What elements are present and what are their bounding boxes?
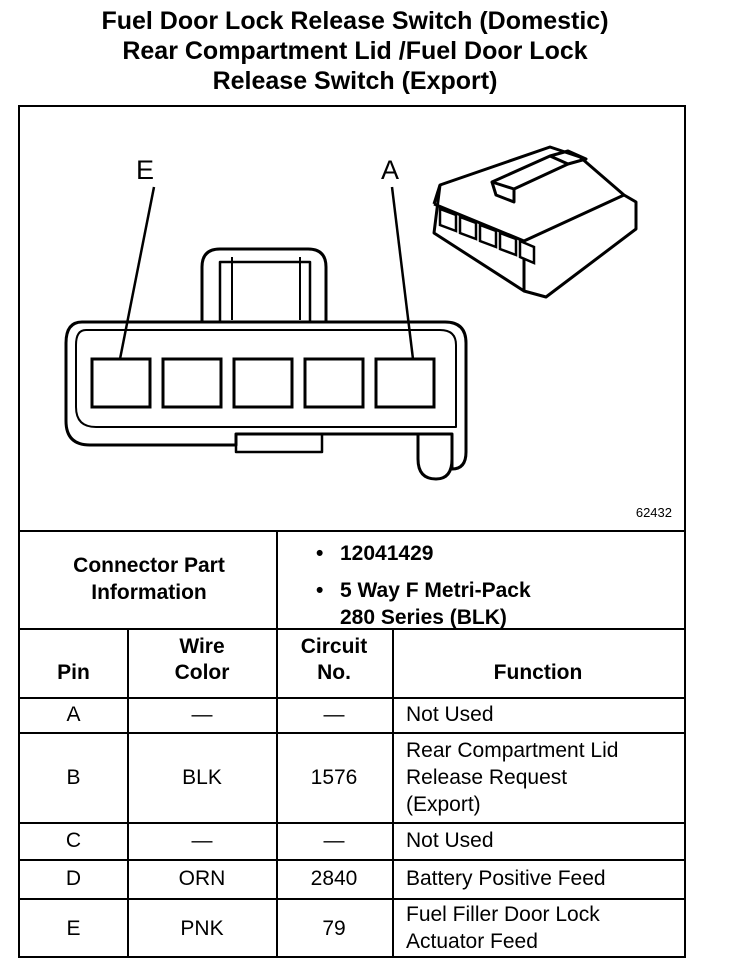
connector-type-line-2: 280 Series (BLK) [340,606,507,629]
connector-diagram: E A [64,145,638,481]
connector-hook [416,434,454,481]
row-b-wire-color: BLK [182,765,222,789]
connector-info-label-line-1: Connector Part [73,554,225,577]
header-circuit-line-2: No. [317,661,351,684]
row-c-circuit: — [323,829,345,852]
part-number-value: 12041429 [340,542,434,565]
connector-info-values: • 12041429 • 5 Way F Metri-Pack 280 Series… [316,540,531,631]
row-e-circuit: 79 [322,916,346,940]
row-d-circuit: 2840 [310,867,358,890]
pin-cavity-d [161,357,223,409]
row-a-pin: A [66,703,81,726]
header-wire-color: Wire Color [127,634,277,686]
pin-label-a: A [381,155,399,185]
part-number: • 12041429 [316,540,531,567]
leader-line-a [390,186,415,360]
divider [392,628,394,958]
header-wire-color-line-2: Color [174,661,230,684]
row-b-function-line-1: Rear Compartment Lid [406,738,619,762]
connector-isometric-cavities [438,207,536,265]
pin-label-e: E [136,155,154,185]
row-e-wire-color: PNK [180,916,224,940]
connector-info-label-line-2: Information [91,581,207,604]
divider [20,530,684,532]
row-e-function-line-1: Fuel Filler Door Lock [406,903,600,926]
divider [20,697,684,699]
latch-tab-inner [218,260,312,322]
row-e-function: Fuel Filler Door Lock Actuator Feed [392,898,684,958]
header-function: Function [493,661,583,684]
row-c-pin: C [65,829,82,852]
row-b-function-line-2: Release Request [406,765,568,789]
bullet: • [316,579,324,602]
row-c-wire-color: — [191,829,213,852]
title-line-1: Fuel Door Lock Release Switch (Domestic) [101,7,609,35]
divider [20,628,684,630]
pin-cavity-c [232,357,294,409]
connector-rib [234,434,324,454]
row-d-function: Battery Positive Feed [406,867,606,890]
header-pin: Pin [57,661,90,684]
row-e-function-line-2: Actuator Feed [406,930,538,953]
page-title: Fuel Door Lock Release Switch (Domestic)… [0,6,710,96]
figure-number: 62432 [635,505,672,520]
title-line-3: Release Switch (Export) [212,67,498,95]
row-d-wire-color: ORN [178,867,226,890]
connector-type-line-1: 5 Way F Metri-Pack [340,579,531,602]
connector-info-label: Connector Part Information [20,530,278,628]
row-a-function: Not Used [406,703,494,726]
divider [20,898,684,900]
divider [276,530,278,629]
connector-isometric [432,145,638,299]
row-b-function-line-3: (Export) [406,792,481,816]
divider [20,859,684,861]
row-a-wire-color: — [191,703,213,726]
pin-cavity-b [303,357,365,409]
header-wire-color-line-1: Wire [179,635,225,658]
pin-cavity-a [374,357,436,409]
row-a-circuit: — [323,703,345,726]
divider [20,822,684,824]
pin-cavity-e [90,357,152,409]
row-d-pin: D [65,867,82,890]
latch-tab [200,247,328,322]
connector-body [64,320,468,471]
title-line-2: Rear Compartment Lid /Fuel Door Lock [122,37,588,65]
row-b-circuit: 1576 [310,765,358,789]
bullet: • [316,542,324,565]
divider [127,628,129,958]
connector-type: • 5 Way F Metri-Pack [316,577,531,604]
row-e-pin: E [66,916,81,940]
header-circuit: Circuit No. [276,634,392,686]
header-circuit-line-1: Circuit [300,635,368,658]
connector-frame: E A 62432 Connector Part [18,105,686,958]
row-b-function: Rear Compartment Lid Release Request (Ex… [392,732,684,822]
row-c-function: Not Used [406,829,494,852]
divider [276,628,278,958]
divider [20,732,684,734]
leader-line-e [118,186,156,360]
row-b-pin: B [66,765,81,789]
